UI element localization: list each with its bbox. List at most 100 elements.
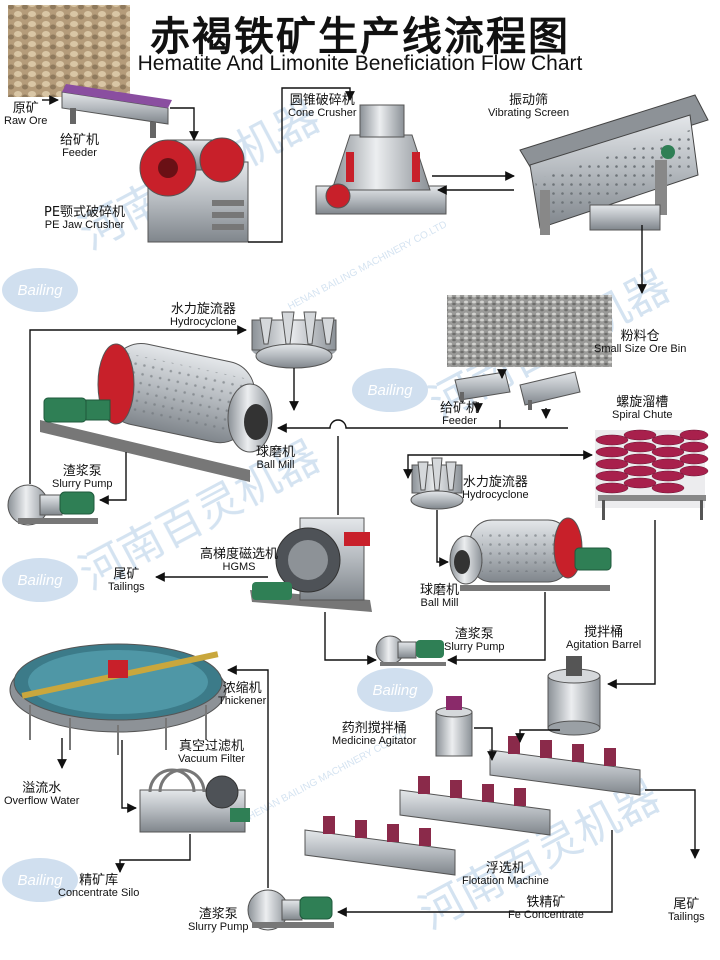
- flow-feeders-to-ballmill-1: [277, 419, 568, 433]
- flow-hgms-to-pump-2: [324, 612, 377, 665]
- watermark-en-text: HENAN BAILING MACHINERY CO.LTD: [286, 219, 449, 312]
- label-cn: 球磨机: [256, 445, 296, 460]
- label-en: Ball Mill: [420, 596, 459, 609]
- label-cn: 精矿库: [79, 873, 119, 888]
- agitation-barrel-machine: [547, 656, 601, 736]
- label-cn: 给矿机: [60, 133, 100, 148]
- bailing-logo-icon: [357, 668, 433, 712]
- ball-mill-1-machine: [40, 343, 273, 482]
- label-en: Flotation Machine: [462, 874, 549, 887]
- label-slurry-pump-1: 渣浆泵 Slurry Pump: [52, 465, 113, 490]
- label-en: Overflow Water: [4, 794, 80, 807]
- flow-thickener-to-filter: [121, 740, 137, 813]
- label-en: Tailings: [108, 580, 145, 593]
- feeder-1-machine: [61, 84, 172, 138]
- feeder-2-machine: [454, 371, 581, 410]
- label-fe-concentrate: 铁精矿 Fe Concentrate: [508, 896, 584, 921]
- hgms-machine: [250, 517, 372, 612]
- label-en: Small Size Ore Bin: [594, 342, 687, 355]
- vacuum-filter-machine: [139, 768, 250, 833]
- flow-jaw-to-cone: [248, 87, 355, 243]
- label-concentrate-silo: 精矿库 Concentrate Silo: [58, 874, 139, 899]
- label-cn: 振动筛: [509, 93, 549, 108]
- label-en: Hydrocyclone: [462, 488, 529, 501]
- page-title-en: Hematite And Limonite Beneficiation Flow…: [137, 52, 583, 75]
- label-en: Concentrate Silo: [58, 886, 140, 899]
- label-feeder-1: 给矿机 Feeder: [60, 134, 99, 159]
- watermark-logo-text: Bailing: [17, 282, 63, 299]
- label-cn: 原矿: [12, 101, 39, 116]
- flow-flotation-to-tailings: [645, 789, 700, 859]
- thickener-machine: [9, 643, 227, 755]
- label-en: Vibrating Screen: [488, 106, 570, 119]
- label-cn: 溢流水: [22, 781, 62, 796]
- label-cn: 渣浆泵: [198, 907, 238, 922]
- label-cn: 水力旋流器: [462, 475, 528, 490]
- label-cn: 真空过滤机: [179, 739, 245, 754]
- label-slurry-pump-3: 渣浆泵 Slurry Pump: [188, 908, 249, 933]
- label-en: Agitation Barrel: [566, 638, 642, 651]
- label-en: Slurry Pump: [444, 640, 505, 653]
- flow-filter-to-silo: [115, 834, 191, 873]
- label-en: Slurry Pump: [188, 920, 249, 933]
- label-ball-mill-2: 球磨机 Ball Mill: [420, 584, 459, 609]
- label-hydrocyclone-2: 水力旋流器 Hydrocyclone: [462, 476, 529, 501]
- label-cn: 高梯度磁选机: [200, 547, 279, 562]
- slurry-pump-3-machine: [247, 889, 334, 931]
- flotation-machine-bank: [304, 736, 641, 876]
- label-en: HGMS: [222, 560, 256, 573]
- bailing-logo-icon: [352, 368, 428, 412]
- label-raw-ore: 原矿 Raw Ore: [4, 102, 47, 127]
- label-cn: 尾矿: [113, 567, 140, 582]
- label-cn: 球磨机: [420, 583, 460, 598]
- label-cn: 浮选机: [485, 861, 525, 876]
- label-en: Ball Mill: [256, 458, 295, 471]
- label-en: Thickener: [218, 694, 267, 707]
- page-title-cn: 赤褐铁矿生产线流程图: [150, 14, 570, 60]
- flow-lines: [29, 87, 700, 917]
- hydrocyclone-1-machine: [251, 311, 337, 369]
- label-en: Vacuum Filter: [178, 752, 246, 765]
- label-cn: PE颚式破碎机: [44, 205, 126, 220]
- label-tailings-2: 尾矿 Tailings: [668, 898, 705, 923]
- flow-spiral-to-hydrocyclone-2: [403, 454, 590, 479]
- flow-flotation-to-fe-concentrate: [337, 830, 613, 917]
- flow-pump1-to-hydrocyclone-1: [29, 325, 247, 484]
- label-en: Feeder: [62, 146, 97, 159]
- bailing-logo-icon: [2, 858, 78, 902]
- label-ore-bin: 粉料仓 Small Size Ore Bin: [594, 330, 686, 355]
- bailing-logo-icon: [2, 558, 78, 602]
- label-en: Tailings: [668, 910, 705, 923]
- label-agitation-barrel: 搅拌桶 Agitation Barrel: [566, 626, 641, 651]
- label-thickener: 浓缩机 Thickener: [218, 682, 266, 707]
- label-cn: 粉料仓: [620, 329, 660, 344]
- vibrating-screen-machine: [519, 94, 709, 235]
- ball-mill-2-machine: [449, 517, 612, 591]
- label-overflow-water: 溢流水 Overflow Water: [4, 782, 79, 807]
- label-jaw-crusher: PE颚式破碎机 PE Jaw Crusher: [44, 206, 125, 231]
- label-en: Raw Ore: [4, 114, 48, 127]
- flow-medicine-to-flotation: [474, 727, 497, 761]
- label-vacuum-filter: 真空过滤机 Vacuum Filter: [178, 740, 245, 765]
- hydrocyclone-2-machine: [410, 457, 464, 510]
- flow-pump3-to-thickener: [227, 665, 269, 888]
- label-cn: 浓缩机: [222, 681, 262, 696]
- label-cn: 搅拌桶: [584, 625, 624, 640]
- label-en: Feeder: [442, 414, 477, 427]
- label-cn: 螺旋溜槽: [616, 395, 669, 410]
- label-en: Medicine Agitator: [332, 734, 417, 747]
- watermark-logo-text: Bailing: [17, 872, 63, 889]
- label-en: Spiral Chute: [612, 408, 673, 421]
- watermark-logo-text: Bailing: [367, 382, 413, 399]
- label-hgms: 高梯度磁选机 HGMS: [200, 548, 278, 573]
- label-feeder-2: 给矿机 Feeder: [440, 402, 479, 427]
- label-cone-crusher: 圆锥破碎机 Cone Crusher: [288, 94, 356, 119]
- ore-bin-pile: [447, 295, 612, 367]
- label-en: Hydrocyclone: [170, 315, 237, 328]
- label-cn: 水力旋流器: [170, 302, 236, 317]
- label-cn: 圆锥破碎机: [289, 93, 355, 108]
- medicine-agitator-machine: [435, 696, 473, 757]
- label-cn: 给矿机: [440, 401, 480, 416]
